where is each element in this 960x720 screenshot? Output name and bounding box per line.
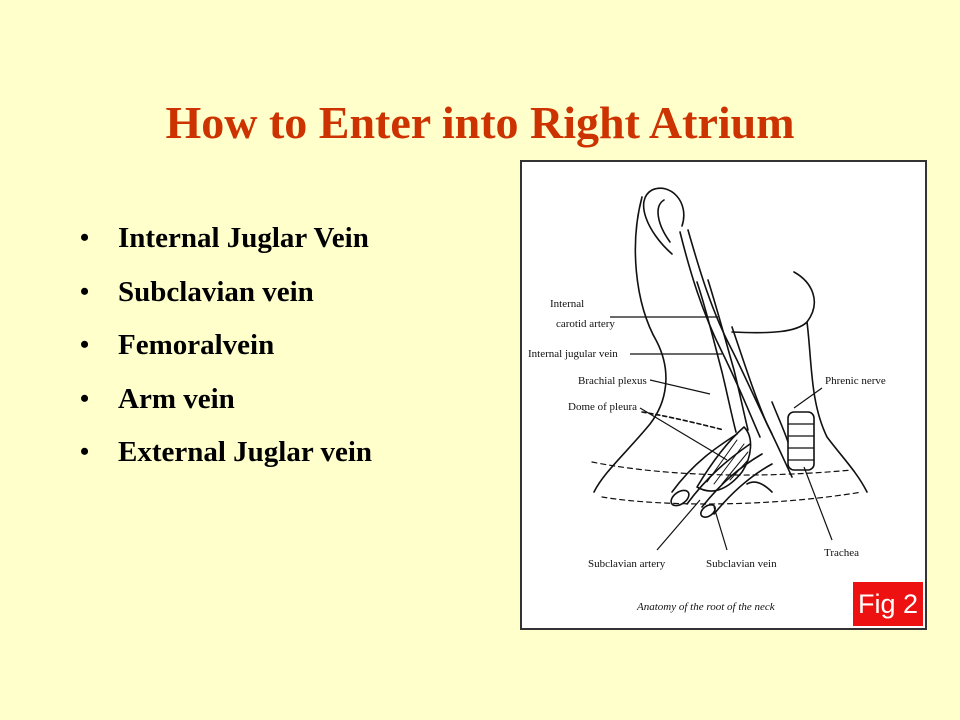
subclavian-vein-tube-b [686,443,751,505]
jugular-vein-line-b [707,279,749,431]
carotid-artery-line-a [679,231,761,438]
bullet-dot: • [80,383,90,413]
muscle-outline [731,326,793,478]
label-trachea: Trachea [824,547,859,559]
brachial-plexus-line [641,411,725,431]
bullet-list: •Internal Juglar Vein •Subclavian vein •… [80,218,372,486]
figure-badge: Fig 2 [853,582,923,626]
bullet-item: •Internal Juglar Vein [80,218,372,272]
dome-of-pleura-outline [696,426,752,492]
bullet-item: •Subclavian vein [80,272,372,326]
subclavian-vein-end [670,489,690,507]
label-internal-carotid-2: carotid artery [556,318,615,330]
label-subclavian-vein: Subclavian vein [706,558,777,570]
bullet-dot: • [80,330,90,359]
bullet-item: •External Juglar vein [80,432,372,486]
subclavian-artery-tube-b [713,463,773,515]
slide-title: How to Enter into Right Atrium [165,97,795,148]
subclavian-artery-end [700,504,716,518]
label-internal-carotid-1: Internal [550,298,584,310]
bullet-dot: • [80,437,90,466]
label-phrenic-nerve: Phrenic nerve [825,375,886,387]
anatomy-figure: Internal carotid artery Internal jugular… [520,160,927,630]
phrenic-nerve-line [771,401,789,443]
bullet-dot: • [80,223,90,252]
pleura-hatching [706,439,749,485]
subclavian-vein-tube-a [671,433,738,493]
neck-back-outline [593,196,667,493]
front-neck-outline [806,321,868,493]
rib-dashed-line [601,491,863,505]
label-subclavian-artery: Subclavian artery [588,558,666,570]
bullet-item: •Arm vein [80,379,372,433]
neck-anatomy-drawing: Internal carotid artery Internal jugular… [528,187,886,613]
bullet-item: •Femoralvein [80,325,372,379]
jugular-vein-line-a [696,281,737,433]
label-internal-jugular-vein: Internal jugular vein [528,348,618,360]
ear-inner [657,199,671,243]
trachea-outline [787,411,815,471]
bullet-dot: • [80,276,90,306]
jaw-outline [731,271,816,334]
carotid-artery-line-b [687,229,773,435]
label-brachial-plexus: Brachial plexus [578,375,647,387]
subclavian-artery-tube-a [701,453,763,508]
trachea-rings [787,423,815,461]
clavicle-dashed-line [591,461,853,476]
shoulder-line [746,481,773,493]
label-dome-of-pleura: Dome of pleura [568,401,637,413]
ear-outline [642,187,685,255]
figure-caption: Anatomy of the root of the neck [636,601,776,613]
